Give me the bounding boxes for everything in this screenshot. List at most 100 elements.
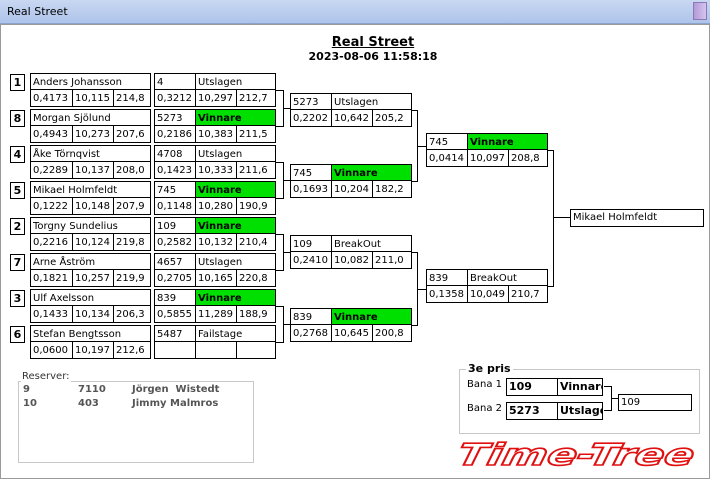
reaction-time: 0,2202 — [293, 113, 328, 124]
bracket-line — [553, 217, 570, 218]
bracket-line — [276, 270, 284, 271]
seed-number: 8 — [10, 110, 25, 127]
box-row-top: Åke Törnqvist — [31, 146, 150, 162]
bracket-line — [276, 198, 284, 199]
speed: 208,8 — [508, 150, 547, 166]
heat-result: Utslagen — [195, 146, 275, 161]
reaction-time: 0,1222 — [33, 201, 68, 212]
window-title: Real Street — [7, 5, 68, 18]
lane-number: 4657 — [157, 257, 183, 268]
bracket-line — [412, 181, 418, 182]
lane-number: 839 — [429, 273, 449, 284]
competitor-name: Anders Johansson — [33, 77, 122, 88]
speed: 190,9 — [236, 198, 275, 214]
heat-result: Vinnare — [331, 309, 411, 324]
box-row-top: 5487 Failstage — [155, 326, 275, 342]
competitor-name: Torgny Sundelius — [33, 221, 118, 232]
reserve-name: Jimmy Malmros — [132, 398, 219, 409]
speed: 207,9 — [113, 198, 150, 214]
bracket-line — [553, 150, 554, 287]
elapsed-time: 10,165 — [195, 270, 236, 286]
elapsed-time: 10,134 — [72, 306, 113, 322]
champion-name: Mikael Holmfeldt — [573, 212, 658, 223]
lane-number: 109 — [157, 221, 177, 232]
heat-result: Utslagen — [195, 254, 275, 269]
reaction-time: 0,0600 — [33, 345, 68, 356]
heat-result: Vinnare — [195, 218, 275, 233]
reaction-time: 0,2289 — [33, 165, 68, 176]
elapsed-time — [195, 342, 236, 358]
seed-number: 3 — [10, 290, 25, 307]
logo-text: Time-Tree — [456, 438, 698, 471]
elapsed-time: 10,280 — [195, 198, 236, 214]
reaction-time: 0,1358 — [429, 289, 464, 300]
reaction-time: 0,2582 — [157, 237, 192, 248]
elapsed-time: 10,148 — [72, 198, 113, 214]
reserve-num: 9 — [23, 384, 30, 395]
lane-number: 745 — [293, 168, 313, 179]
third-place-title: 3e pris — [466, 362, 513, 375]
competitor-name: Morgan Sjölund — [33, 113, 111, 124]
bracket-line — [283, 324, 290, 325]
seed-number: 1 — [10, 74, 25, 91]
speed: 219,9 — [113, 270, 150, 286]
box-row-bottom — [155, 342, 275, 358]
third-winner-lane: 109 — [621, 397, 641, 408]
third-bana2-result: Utslagen — [557, 403, 602, 419]
bana1-label: Bana 1 — [467, 379, 502, 390]
elapsed-time: 10,097 — [467, 150, 508, 166]
reserves-label: Reserver: — [21, 371, 71, 382]
heat-result: Failstage — [195, 326, 275, 341]
elapsed-time: 10,383 — [195, 126, 236, 142]
reaction-time: 0,2216 — [33, 237, 68, 248]
elapsed-time: 10,273 — [72, 126, 113, 142]
competitor-name: Stefan Bengtsson — [33, 329, 122, 340]
lane-number: 4708 — [157, 149, 183, 160]
lane-number: 5487 — [157, 329, 183, 340]
reaction-time: 0,1433 — [33, 309, 68, 320]
heat-result: Vinnare — [195, 110, 275, 125]
box-row-top: 4657 Utslagen — [155, 254, 275, 270]
third-bana1-box: 109 Vinnare — [506, 378, 603, 396]
scroll-handle[interactable] — [693, 2, 707, 20]
heat-result: Utslagen — [331, 94, 411, 109]
bracket-line — [276, 306, 284, 307]
reaction-time: 0,2186 — [157, 129, 192, 140]
bracket-line — [417, 146, 426, 147]
heat-result: Vinnare — [467, 134, 547, 149]
bracket-line — [276, 126, 284, 127]
champion-box: Mikael Holmfeldt — [570, 209, 704, 227]
third-connector — [611, 398, 618, 399]
seed-number: 7 — [10, 254, 25, 271]
speed: 207,6 — [113, 126, 150, 142]
reaction-time: 0,4943 — [33, 129, 68, 140]
reaction-time: 0,3212 — [157, 93, 192, 104]
elapsed-time: 10,204 — [331, 181, 372, 197]
lane-number: 109 — [293, 239, 313, 250]
elapsed-time: 10,197 — [72, 342, 113, 358]
box-row-top: Ulf Axelsson — [31, 290, 150, 306]
speed: 182,2 — [372, 181, 411, 197]
bracket-line — [412, 325, 418, 326]
elapsed-time: 10,049 — [467, 286, 508, 302]
speed: 220,8 — [236, 270, 275, 286]
speed: 212,7 — [236, 90, 275, 106]
event-title: Real Street — [331, 35, 415, 50]
